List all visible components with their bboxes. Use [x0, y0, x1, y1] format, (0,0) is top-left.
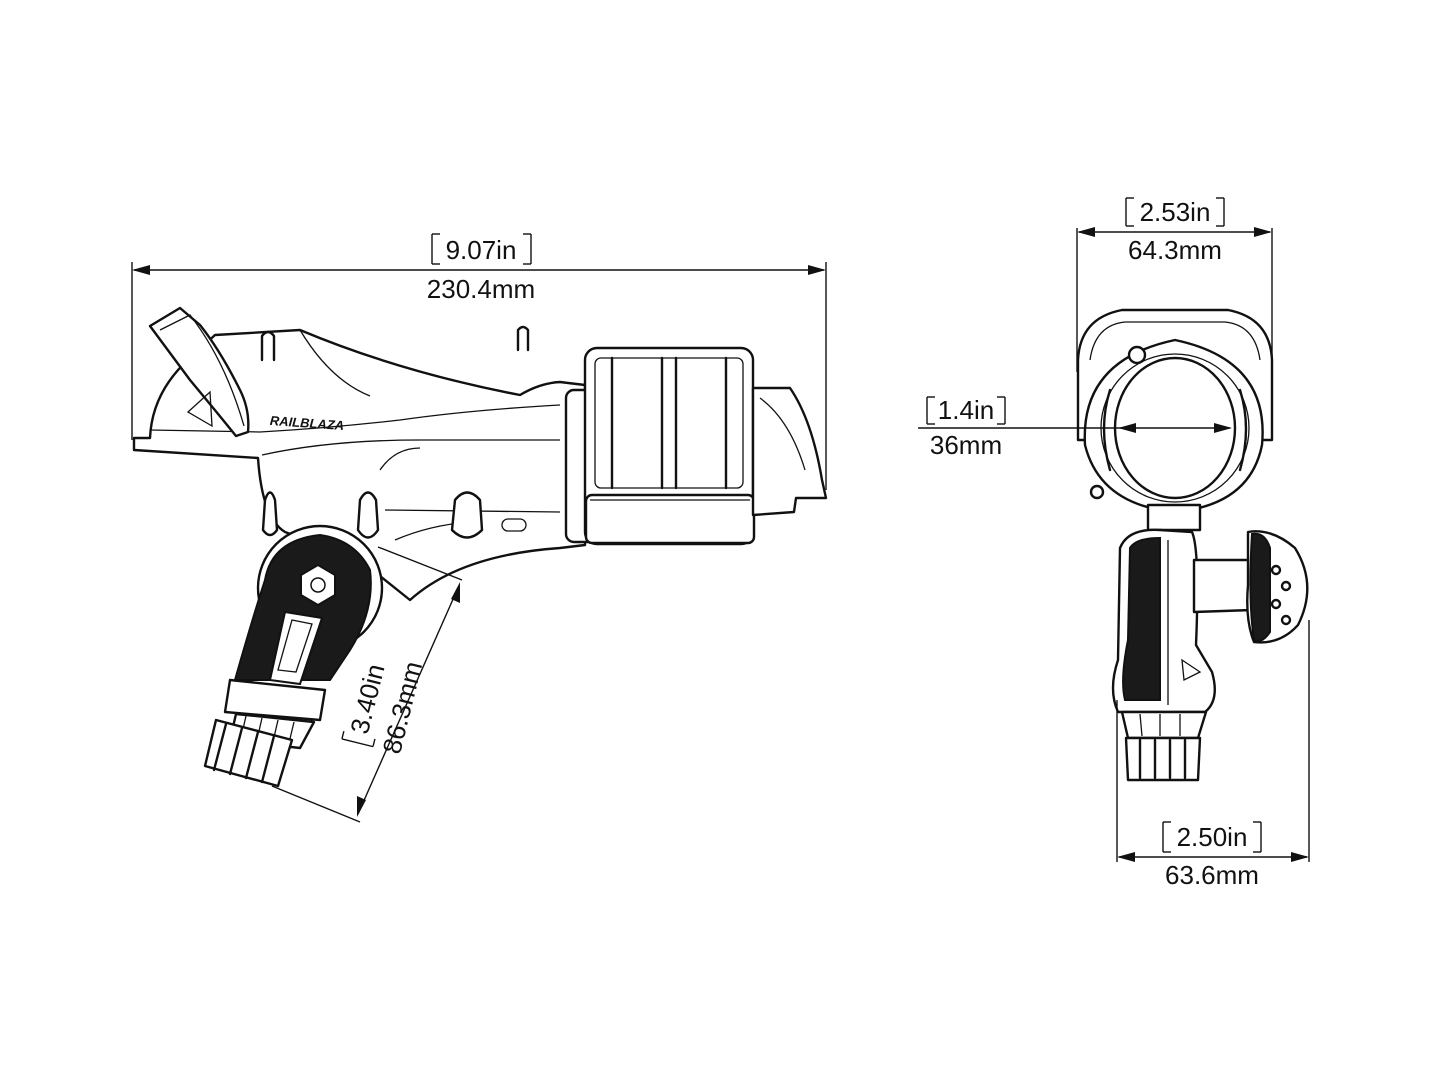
- mount-joint: [203, 524, 384, 788]
- front-view: 2.53in 64.3mm 1.4in 36mm: [918, 197, 1310, 890]
- length-imperial-label: 9.07in: [446, 235, 517, 265]
- svg-text:9.07in: 9.07in: [446, 235, 517, 265]
- inner-diameter-dimension: 1.4in 36mm: [918, 395, 1232, 460]
- bottom-width-metric-label: 63.6mm: [1165, 860, 1259, 890]
- inner-diameter-metric-label: 36mm: [930, 430, 1002, 460]
- side-view: 9.07in 230.4mm RAILBLAZA: [131, 233, 828, 823]
- tube-section: [564, 346, 828, 546]
- brand-logo: RAILBLAZA: [269, 413, 344, 433]
- length-dimension: 9.07in 230.4mm: [131, 233, 827, 490]
- top-width-imperial-label: 2.53in: [1140, 197, 1211, 227]
- length-metric-label: 230.4mm: [427, 274, 535, 304]
- bottom-width-imperial-label: 2.50in: [1177, 822, 1248, 852]
- top-width-metric-label: 64.3mm: [1128, 235, 1222, 265]
- mount-stem-front: [1111, 503, 1309, 782]
- top-width-dimension: 2.53in 64.3mm: [1076, 197, 1273, 372]
- bottom-width-dimension: 2.50in 63.6mm: [1116, 620, 1310, 890]
- inner-diameter-imperial-label: 1.4in: [938, 395, 994, 425]
